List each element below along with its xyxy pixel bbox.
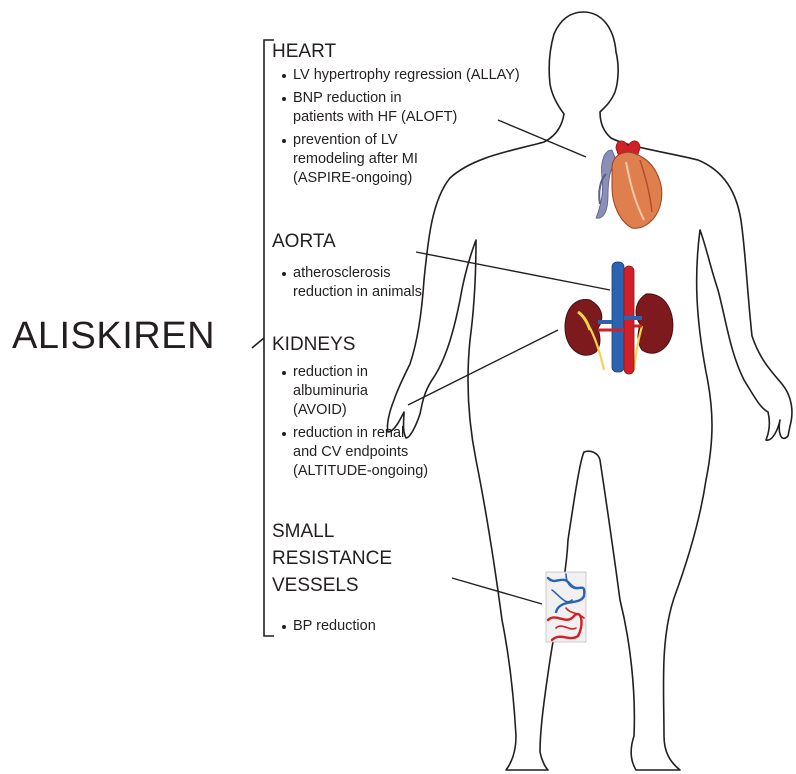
leader-lines [408,120,610,604]
drug-name: ALISKIREN [12,315,215,358]
small-vessels-icon [546,572,586,642]
section-aorta-title: AORTA [272,230,336,253]
list-item: LV hypertrophy regression (ALLAY) [282,66,520,85]
section-vessels-title: SMALL RESISTANCE VESSELS [272,520,392,597]
kidneys-aorta-icon [565,262,673,374]
section-heart-title: HEART [272,40,336,63]
section-kidneys-title: KIDNEYS [272,333,355,356]
section-heart-list: LV hypertrophy regression (ALLAY) BNP re… [282,66,520,192]
heart-icon [596,141,662,228]
section-vessels-list: BP reduction [282,617,376,640]
list-item: BP reduction [282,617,376,636]
bracket [252,40,274,636]
